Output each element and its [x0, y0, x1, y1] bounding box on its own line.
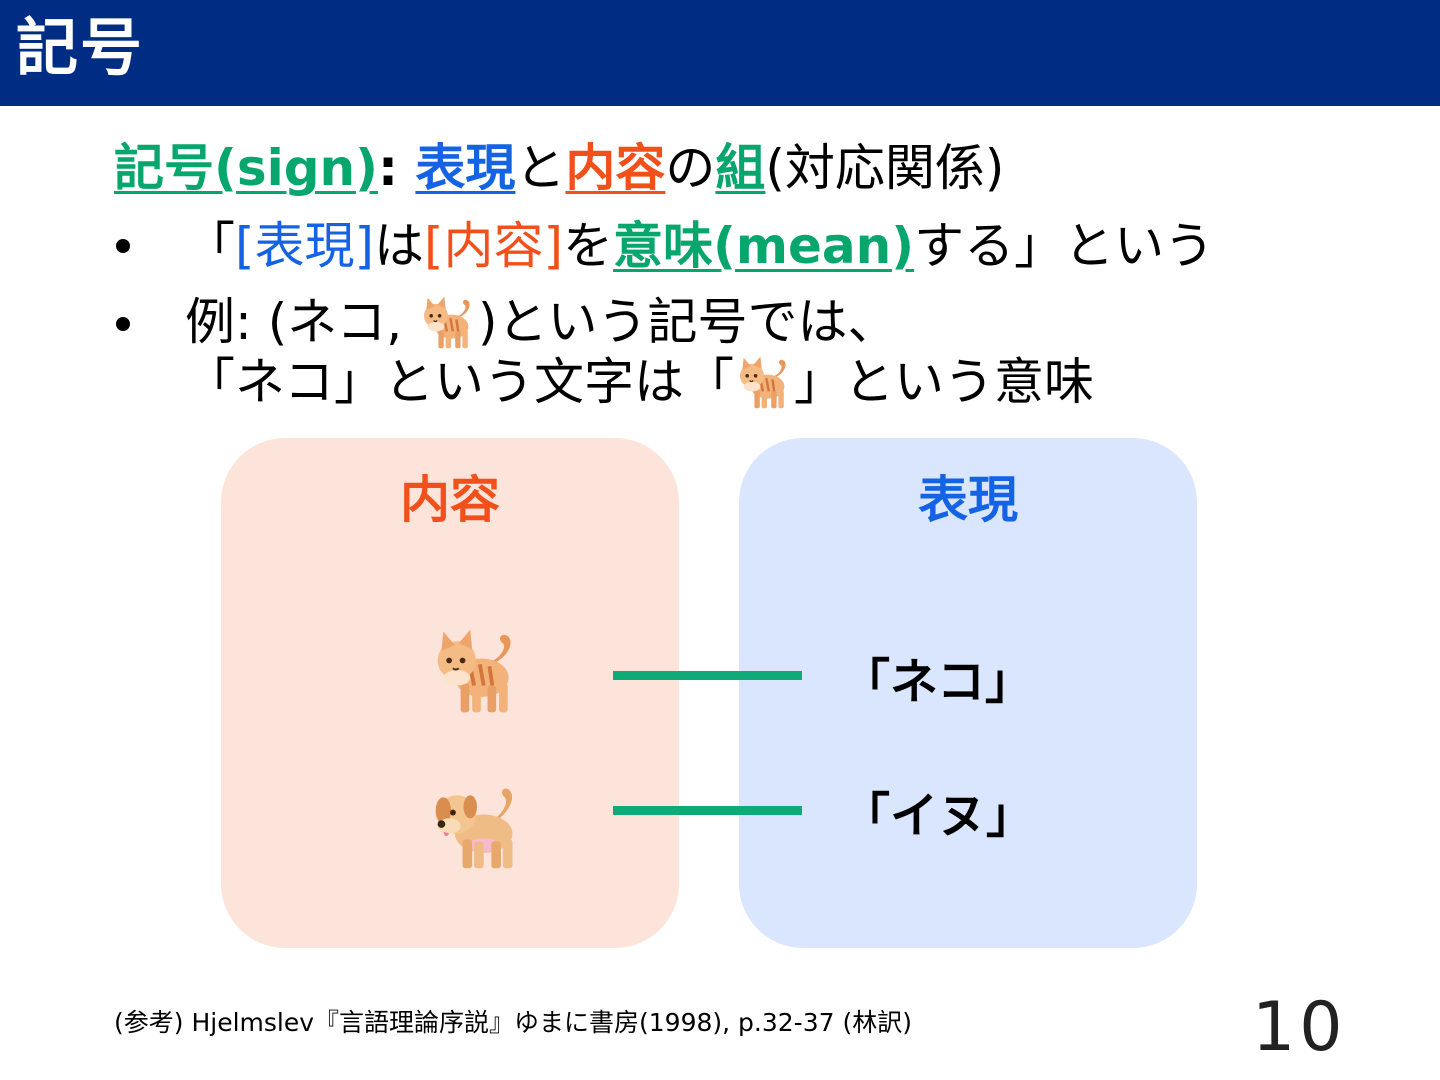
meaning-prefix: 「ネコ」という文字は「	[185, 353, 734, 411]
term-sign: 記号(sign)	[114, 139, 378, 197]
particle-to: と	[515, 139, 566, 197]
connector-cat	[613, 671, 802, 680]
cat-icon	[734, 353, 794, 413]
expression-panel-title: 表現	[918, 471, 1018, 529]
example-prefix: 例: (ネコ,	[185, 293, 419, 351]
meaning-suffix: 」という意味	[794, 353, 1094, 411]
bullet-2-line-2: 「ネコ」という文字は「 」という意味	[185, 352, 1094, 413]
term-content: 内容	[565, 139, 666, 197]
bullet-1-open-quote: 「	[185, 217, 235, 275]
term-neko: 「ネコ」	[842, 654, 1034, 710]
term-inu: 「イヌ」	[842, 788, 1035, 844]
bullet-1-tail: する」という	[914, 217, 1215, 275]
page-number: 10	[1252, 988, 1347, 1067]
term-expression: 表現	[415, 139, 516, 197]
pair-note: (対応関係)	[765, 139, 1005, 197]
bullet-1-dot	[116, 239, 130, 253]
definition-colon: :	[378, 139, 416, 197]
bracket-expression: [表現]	[235, 217, 375, 275]
term-pair: 組	[715, 139, 766, 197]
example-suffix: )という記号では、	[478, 293, 898, 351]
reference-citation: (参考) Hjelmslev『言語理論序説』ゆまに書房(1998), p.32-…	[114, 1008, 912, 1037]
content-panel-title: 内容	[400, 471, 500, 529]
cat-icon	[418, 293, 478, 353]
particle-ha: は	[374, 217, 425, 275]
bullet-2-line-1: 例: (ネコ, )という記号では、	[185, 292, 898, 353]
particle-no: の	[665, 139, 716, 197]
content-panel	[221, 438, 679, 948]
particle-wo: を	[563, 217, 614, 275]
header-bar	[0, 0, 1440, 106]
connector-dog	[613, 806, 802, 815]
term-mean: 意味(mean)	[613, 217, 915, 275]
expression-panel	[739, 438, 1197, 948]
bullet-2-dot	[116, 317, 130, 331]
dog-icon	[428, 778, 524, 874]
cat-icon	[428, 624, 524, 720]
definition-line: 記号(sign): 表現と内容の組(対応関係)	[114, 138, 1004, 198]
bracket-content: [内容]	[424, 217, 564, 275]
slide-title: 記号	[16, 11, 145, 84]
bullet-1: 「[表現]は[内容]を意味(mean)する」という	[185, 216, 1214, 276]
